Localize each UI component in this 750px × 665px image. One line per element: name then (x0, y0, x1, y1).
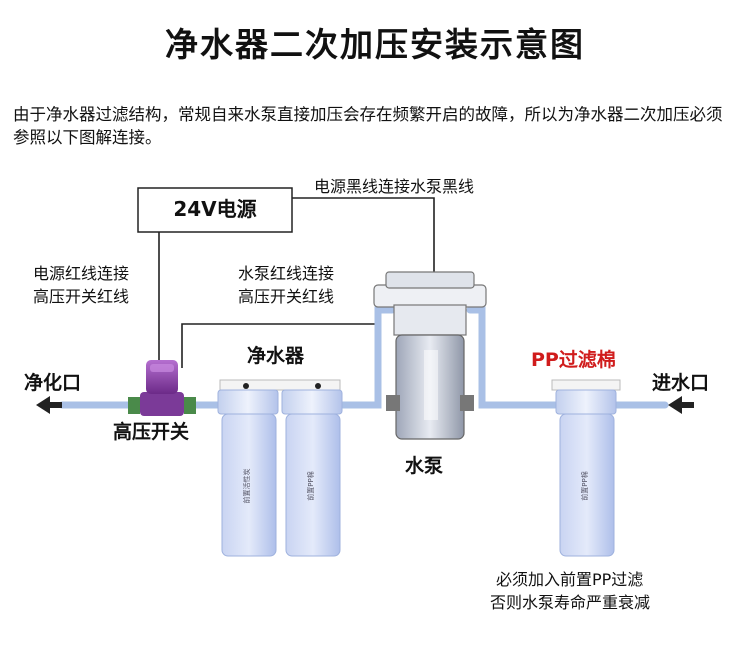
inlet-arrow-icon (668, 396, 694, 414)
black-wire-note: 电源黑线连接水泵黑线 (314, 177, 475, 196)
svg-text:前置PP棉: 前置PP棉 (306, 471, 315, 500)
prefilter-note-line1: 必须加入前置PP过滤 (496, 570, 644, 589)
svg-text:前置PP棉: 前置PP棉 (580, 471, 589, 500)
outlet-arrow-icon (36, 396, 62, 414)
pump-red-wire-note-line2: 高压开关红线 (238, 287, 335, 306)
power-red-wire-note-line1: 电源红线连接 (33, 264, 130, 283)
pp-prefilter: 前置PP棉 (551, 379, 621, 557)
svg-text:前置活性炭: 前置活性炭 (242, 469, 251, 504)
pump-label: 水泵 (405, 455, 444, 477)
high-pressure-switch (128, 360, 196, 416)
black-wire (292, 197, 435, 295)
purifier-label: 净水器 (247, 345, 305, 367)
pump-red-wire-note-line1: 水泵红线连接 (238, 264, 335, 283)
description-text: 由于净水器过滤结构，常规自来水泵直接加压会存在频繁开启的故障，所以为净水器二次加… (13, 105, 723, 147)
inlet-label: 进水口 (652, 372, 710, 394)
pump-to-prefilter-pipe (466, 306, 564, 409)
outlet-label: 净化口 (24, 372, 82, 394)
power-supply-box (137, 187, 293, 233)
power-supply-label: 24V电源 (173, 197, 257, 221)
prefilter-note-line2: 否则水泵寿命严重衰减 (490, 593, 651, 612)
pp-filter-label: PP过滤棉 (531, 349, 616, 371)
power-red-wire-note-line2: 高压开关红线 (33, 287, 130, 306)
purifier-to-pump-pipe (336, 306, 396, 409)
water-pump (373, 271, 487, 440)
page-title: 净水器二次加压安装示意图 (165, 25, 585, 64)
high-pressure-switch-label: 高压开关 (113, 421, 190, 443)
purifier: 前置活性炭 前置PP棉 (217, 379, 343, 557)
